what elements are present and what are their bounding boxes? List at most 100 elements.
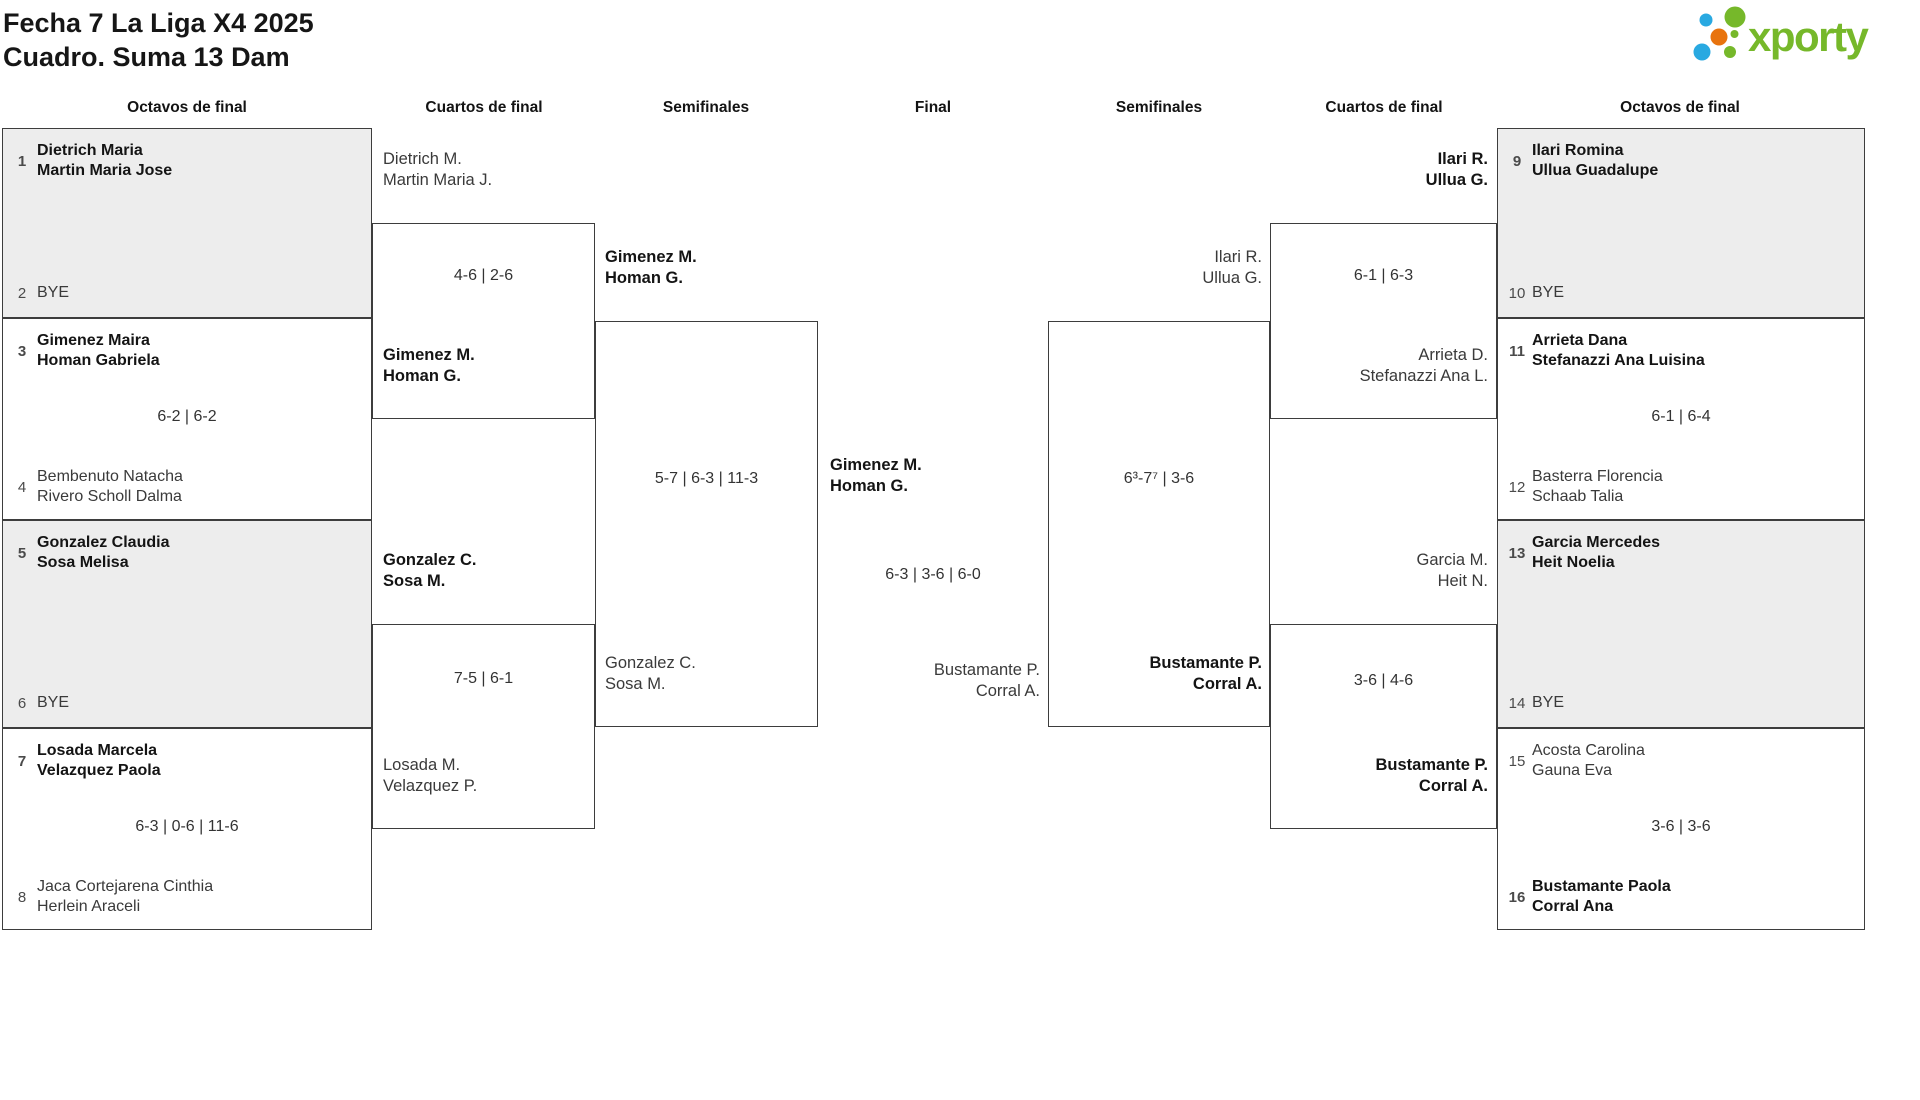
player-name: Sosa M. — [383, 572, 446, 590]
player-name: Garcia M. — [1416, 551, 1488, 569]
round-header-left-cuartos: Cuartos de final — [425, 99, 543, 116]
player-name: Corral A. — [975, 682, 1040, 700]
advancing-team-label: Ilari R. Ullua G. — [1202, 247, 1262, 289]
player-name: Corral A. — [1192, 675, 1262, 693]
match-score: 7-5 | 6-1 — [453, 670, 514, 687]
player-name: Arrieta D. — [1418, 346, 1488, 364]
match-score: 4-6 | 2-6 — [453, 267, 514, 284]
advancing-team-label: Garcia M. Heit N. — [1416, 550, 1488, 592]
advancing-team-label: Gimenez M. Homan G. — [383, 345, 475, 387]
player-name: Bustamante P. — [933, 661, 1040, 679]
team-row-seed-2: 2 BYE — [11, 283, 367, 303]
team-row-seed-14: 14 BYE — [1506, 693, 1860, 713]
round-header-right-semis: Semifinales — [1115, 99, 1203, 116]
page-title-line2: Cuadro. Suma 13 Dam — [3, 42, 290, 72]
match-score: 5-7 | 6-3 | 11-3 — [654, 470, 759, 487]
runner-up-team-label: Bustamante P. Corral A. — [934, 660, 1040, 702]
logo-dot-blue-small — [1699, 13, 1713, 27]
player-name: Velazquez Paola — [37, 762, 161, 779]
player-name: Heit N. — [1437, 572, 1488, 590]
round-header-left-semis: Semifinales — [662, 99, 750, 116]
advancing-team-label: Ilari R. Ullua G. — [1426, 149, 1488, 191]
logo-dot-green-small — [1724, 46, 1736, 58]
player-name: Gonzalez C. — [605, 654, 696, 672]
seed-number: 10 — [1508, 284, 1526, 302]
player-name: Velazquez P. — [383, 777, 478, 795]
match-score: 6-1 | 6-4 — [1651, 408, 1711, 425]
player-name: Ilari R. — [1214, 248, 1262, 266]
seed-number: 14 — [1508, 694, 1526, 712]
player-name: Schaab Talia — [1532, 488, 1624, 505]
logo-wordmark: xporty — [1748, 13, 1870, 60]
seed-number: 2 — [17, 284, 27, 302]
player-name: Ullua G. — [1202, 269, 1262, 287]
player-name: Heit Noelia — [1532, 554, 1615, 571]
seed-number: 8 — [17, 888, 27, 906]
player-name: Ullua G. — [1425, 171, 1488, 189]
player-name: Martin Maria J. — [383, 171, 493, 189]
player-name: Dietrich Maria — [37, 142, 143, 159]
seed-number: 4 — [17, 478, 27, 496]
player-name: Gonzalez Claudia — [37, 534, 170, 551]
seed-number: 15 — [1508, 752, 1526, 770]
player-name: Gimenez M. — [383, 346, 475, 364]
seed-number: 7 — [17, 752, 27, 770]
player-name: Arrieta Dana — [1532, 332, 1628, 349]
player-name: Bustamante Paola — [1532, 878, 1671, 895]
player-name: Gimenez M. — [605, 248, 697, 266]
player-name: Ilari R. — [1437, 150, 1488, 168]
advancing-team-label: Gimenez M. Homan G. — [605, 247, 697, 289]
match-score: 6-3 | 0-6 | 11-6 — [135, 818, 239, 835]
player-name: Dietrich M. — [383, 150, 462, 168]
advancing-team-label: Losada M. Velazquez P. — [383, 755, 477, 797]
player-name: Garcia Mercedes — [1532, 534, 1661, 551]
page-title: Fecha 7 La Liga X4 2025 Cuadro. Suma 13 … — [3, 6, 314, 74]
match-score: 6-1 | 6-3 — [1353, 267, 1414, 284]
seed-number: 12 — [1508, 478, 1526, 496]
match-connector-left-quarterfinal-bottom — [372, 624, 595, 829]
bye-label: BYE — [37, 694, 70, 711]
bye-label: BYE — [37, 284, 70, 301]
player-name: Stefanazzi Ana L. — [1359, 367, 1488, 385]
player-name: Martin Maria Jose — [37, 162, 173, 179]
player-name: Bembenuto Natacha — [37, 468, 183, 485]
advancing-team-label: Gonzalez C. Sosa M. — [605, 653, 696, 695]
match-connector-right-semifinal — [1048, 321, 1270, 727]
final-score: 6-3 | 3-6 | 6-0 — [885, 566, 981, 583]
advancing-team-label: Bustamante P. Corral A. — [1150, 653, 1263, 695]
match-score: 6-2 | 6-2 — [157, 408, 217, 425]
player-name: Bustamante P. — [1149, 654, 1263, 672]
player-name: Sosa Melisa — [37, 554, 129, 571]
advancing-team-label: Dietrich M. Martin Maria J. — [383, 149, 492, 191]
player-name: Corral Ana — [1532, 898, 1614, 915]
match-connector-left-semifinal — [595, 321, 818, 727]
seed-number: 1 — [17, 152, 27, 170]
match-connector-right-quarterfinal-bottom — [1270, 624, 1497, 829]
seed-number: 6 — [17, 694, 27, 712]
round-header-final: Final — [914, 99, 952, 116]
round-header-right-octavos: Octavos de final — [1620, 99, 1740, 116]
player-name: Homan G. — [383, 367, 461, 385]
xporty-logo: xporty — [1688, 3, 1914, 65]
player-name: Homan Gabriela — [37, 352, 160, 369]
advancing-team-label: Gonzalez C. Sosa M. — [383, 550, 477, 592]
advancing-team-label: Arrieta D. Stefanazzi Ana L. — [1360, 345, 1488, 387]
logo-dot-green-tiny — [1730, 30, 1739, 38]
xporty-logo-icon: xporty — [1693, 6, 1871, 61]
